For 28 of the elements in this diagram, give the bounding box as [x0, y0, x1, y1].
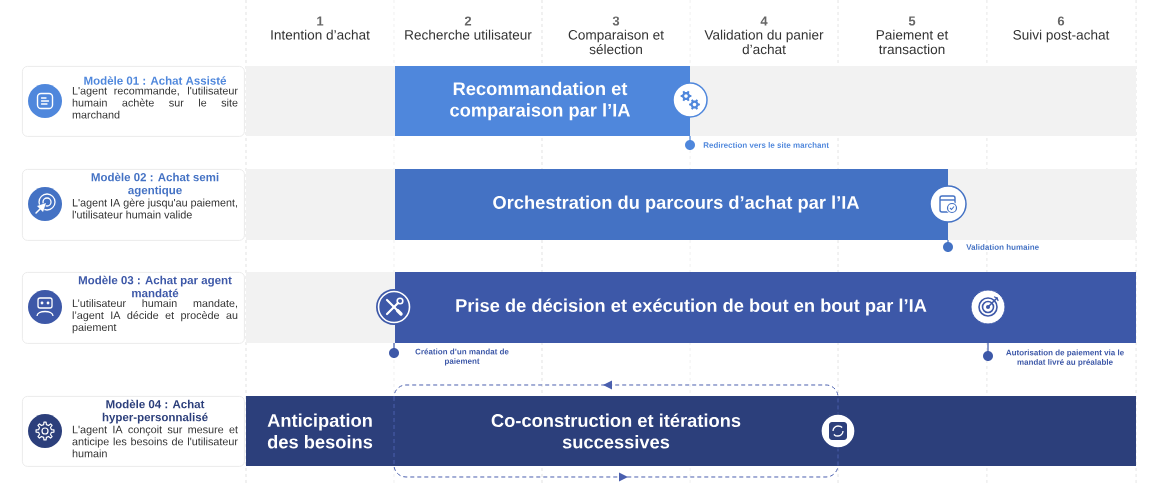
step-number: 2 [464, 16, 472, 26]
step-number: 6 [1057, 16, 1065, 26]
step-title: Validation du panier d’achat [704, 29, 824, 55]
node-label: Co-construction et itérations successives [491, 413, 741, 449]
node-label: Anticipation des besoins [267, 413, 373, 449]
step-title: Recherche utilisateur [405, 29, 532, 40]
phase-bar: Anticipation des besoins [246, 396, 394, 466]
card-title: Modèle 04 : Achat hyper-personnalisé [102, 399, 208, 424]
card-title: Modèle 01 : Achat Assisté [84, 76, 227, 85]
step-number: 4 [760, 16, 768, 26]
milestone-label: Validation humaine [966, 244, 1039, 250]
step-number: 1 [317, 16, 324, 26]
milestone-label: Redirection vers le site marchant [703, 142, 829, 148]
card-title: Modèle 02 : Achat semi agentique [91, 172, 219, 197]
phase-bar: Orchestration du parcours d’achat par l’IA [395, 169, 948, 240]
card-description: L’utilisateur humain mandate, l’agent IA décide et procède au paiement [72, 299, 238, 334]
card-description: L'agent IA gère jusqu'au paiement, l'utilisateur humain valide [72, 198, 237, 219]
card-description: L'agent IA conçoit sur mesure et anticipe les besoins de l'utilisateur humain [72, 425, 238, 458]
step-title: Intention d’achat [271, 29, 370, 40]
milestone-label: Création d’un mandat de paiement [415, 348, 509, 366]
step-number: 3 [612, 16, 620, 26]
card-description: L'agent recommande, l'utilisateur humain achète sur le site marchand [72, 86, 238, 119]
step-title: Suivi post-achat [1013, 29, 1110, 43]
card-title: Modèle 03 : Achat par agent mandaté [78, 275, 232, 298]
phase-bar: Recommandation et comparaison par l’IA [395, 66, 690, 136]
step-number: 5 [908, 16, 916, 26]
step-title: Paiement et transaction [876, 29, 949, 55]
milestone-label: Autorisation de paiement via le mandat livré au préalable [1006, 349, 1124, 367]
